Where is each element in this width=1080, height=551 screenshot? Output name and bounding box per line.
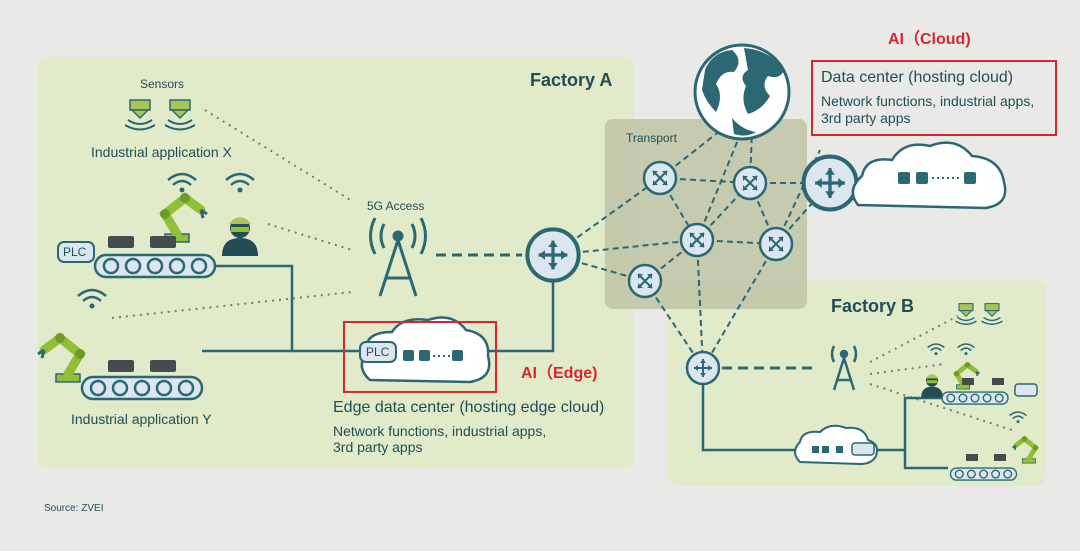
plc-box: [1014, 383, 1038, 397]
ai-edge-label: AI（Edge): [521, 365, 598, 382]
factory-a-wiring: [202, 264, 555, 353]
ai-cloud-label: AI（Cloud): [888, 31, 971, 48]
industrial-app-x-label: Industrial application X: [91, 144, 232, 160]
cloud-highlight-box: [811, 60, 1057, 136]
factory-b-wiring: [701, 384, 800, 452]
conveyor-icon: [949, 467, 1018, 481]
plc-box: [851, 442, 875, 456]
plc-label: PLC: [63, 245, 87, 259]
source-note: Source: ZVEI: [44, 503, 104, 514]
transport-node-icon: [679, 222, 715, 258]
package-icon: [966, 454, 978, 461]
edge-dc-line2: 3rd party apps: [333, 439, 423, 455]
edge-router-icon: [527, 229, 578, 280]
factory-a-title: Factory A: [530, 70, 613, 90]
factory-b-title: Factory B: [831, 296, 915, 316]
factory-b-panel: [668, 280, 1045, 486]
cloud-dc-title: Data center (hosting cloud): [821, 69, 1014, 86]
transport-label: Transport: [626, 131, 677, 145]
package-icon: [108, 236, 134, 248]
sensors-label: Sensors: [140, 77, 185, 91]
package-icon: [994, 454, 1006, 461]
package-icon: [150, 236, 176, 248]
cloud-dc-line2: 3rd party apps: [821, 110, 911, 126]
transport-node-icon: [758, 226, 794, 262]
edge-dc-line1: Network functions, industrial apps,: [333, 423, 547, 439]
factory-b-tower-icon: [830, 345, 858, 391]
edge-dc-title: Edge data center (hosting edge cloud): [333, 399, 605, 416]
conveyor-icon: [80, 375, 204, 401]
package-icon: [150, 360, 176, 372]
industrial-app-y-label: Industrial application Y: [71, 411, 212, 427]
globe-icon: [693, 43, 791, 141]
5g-tower-icon: [369, 217, 427, 297]
cloud-datacenter-icon: [851, 141, 1007, 210]
5g-access-label: 5G Access: [367, 199, 425, 213]
transport-node-icon: [732, 165, 768, 201]
cloud-router-icon: [804, 157, 857, 210]
factory-b-wiring-2: [878, 396, 948, 470]
conveyor-icon: [941, 391, 1009, 405]
plc-label: PLC: [366, 345, 390, 359]
package-icon: [108, 360, 134, 372]
plc-box: [57, 241, 95, 263]
conveyor-icon: [93, 253, 217, 279]
cloud-dc-line1: Network functions, industrial apps,: [821, 93, 1035, 109]
transport-node-icon: [642, 160, 678, 196]
package-icon: [992, 378, 1004, 385]
plc-box: [359, 341, 397, 363]
transport-node-icon: [627, 263, 663, 299]
factory-b-router-icon: [685, 350, 721, 386]
wireless-links: [111, 109, 1013, 431]
package-icon: [962, 378, 974, 385]
edge-highlight-box: [343, 321, 497, 393]
